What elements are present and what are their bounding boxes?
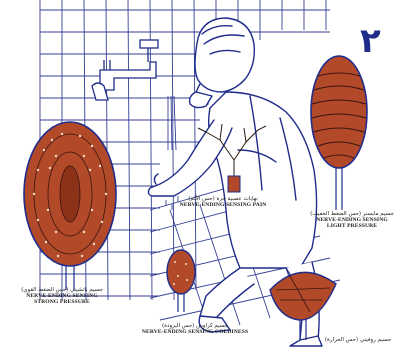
- heat-label-arabic: جسيم روفيني (حس الحرارة): [318, 338, 398, 344]
- strong-pressure-label: جسيم باتشيني (حس الضغط القوي) NERVE-ENDI…: [4, 288, 120, 305]
- page-number: ٢: [360, 24, 381, 58]
- light-pressure-label: جسيم مايسنر (حس الضغط الخفيف) NERVE-ENDI…: [300, 212, 404, 229]
- light-pressure-label-english-2: LIGHT PRESSURE: [300, 224, 404, 230]
- strong-pressure-label-english-2: STRONG PRESSURE: [4, 300, 120, 306]
- coldness-label-english: NERVE-ENDING SENSING COLDINESS: [120, 330, 270, 336]
- pain-label: نهايات عصبية حرة (حس الألم) NERVE-ENDING…: [168, 197, 278, 209]
- pain-label-english: NERVE-ENDING SENSING PAIN: [168, 203, 278, 209]
- coldness-label: جسيم كراوس (حس البرودة) NERVE-ENDING SEN…: [120, 324, 270, 336]
- heat-label: جسيم روفيني (حس الحرارة): [318, 338, 398, 344]
